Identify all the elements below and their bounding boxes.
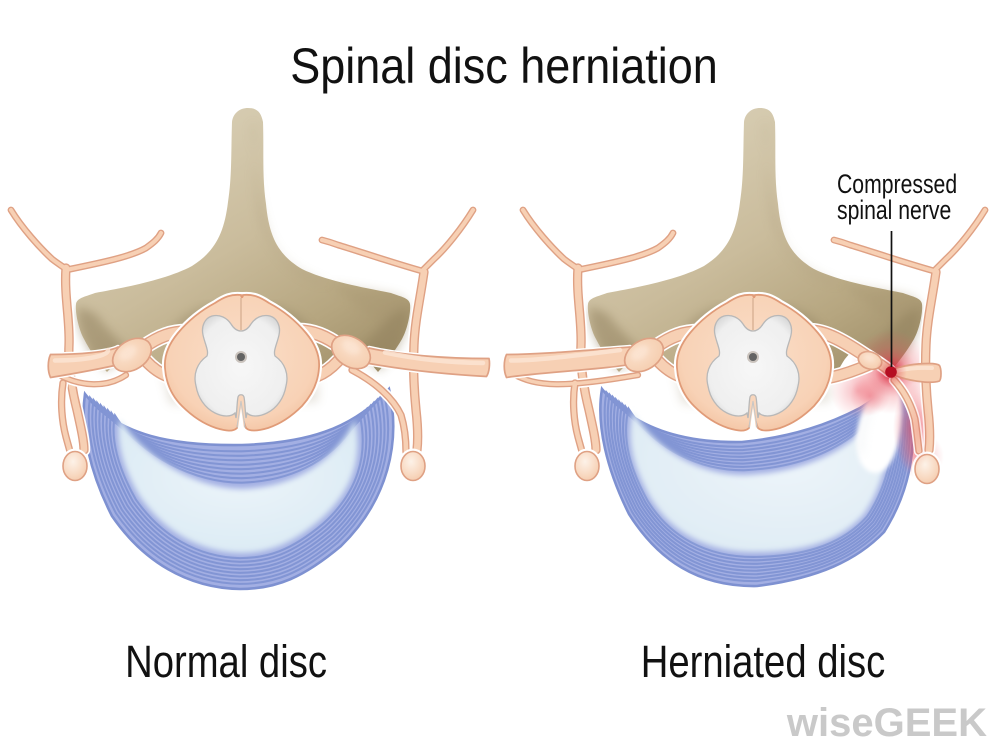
svg-text:Spinal disc herniation: Spinal disc herniation (290, 39, 718, 95)
svg-text:Herniated disc: Herniated disc (641, 636, 885, 687)
svg-text:wiseGEEK: wiseGEEK (786, 701, 987, 745)
svg-text:spinal nerve: spinal nerve (837, 196, 951, 226)
svg-text:Normal disc: Normal disc (125, 636, 327, 687)
svg-text:Compressed: Compressed (837, 170, 957, 200)
